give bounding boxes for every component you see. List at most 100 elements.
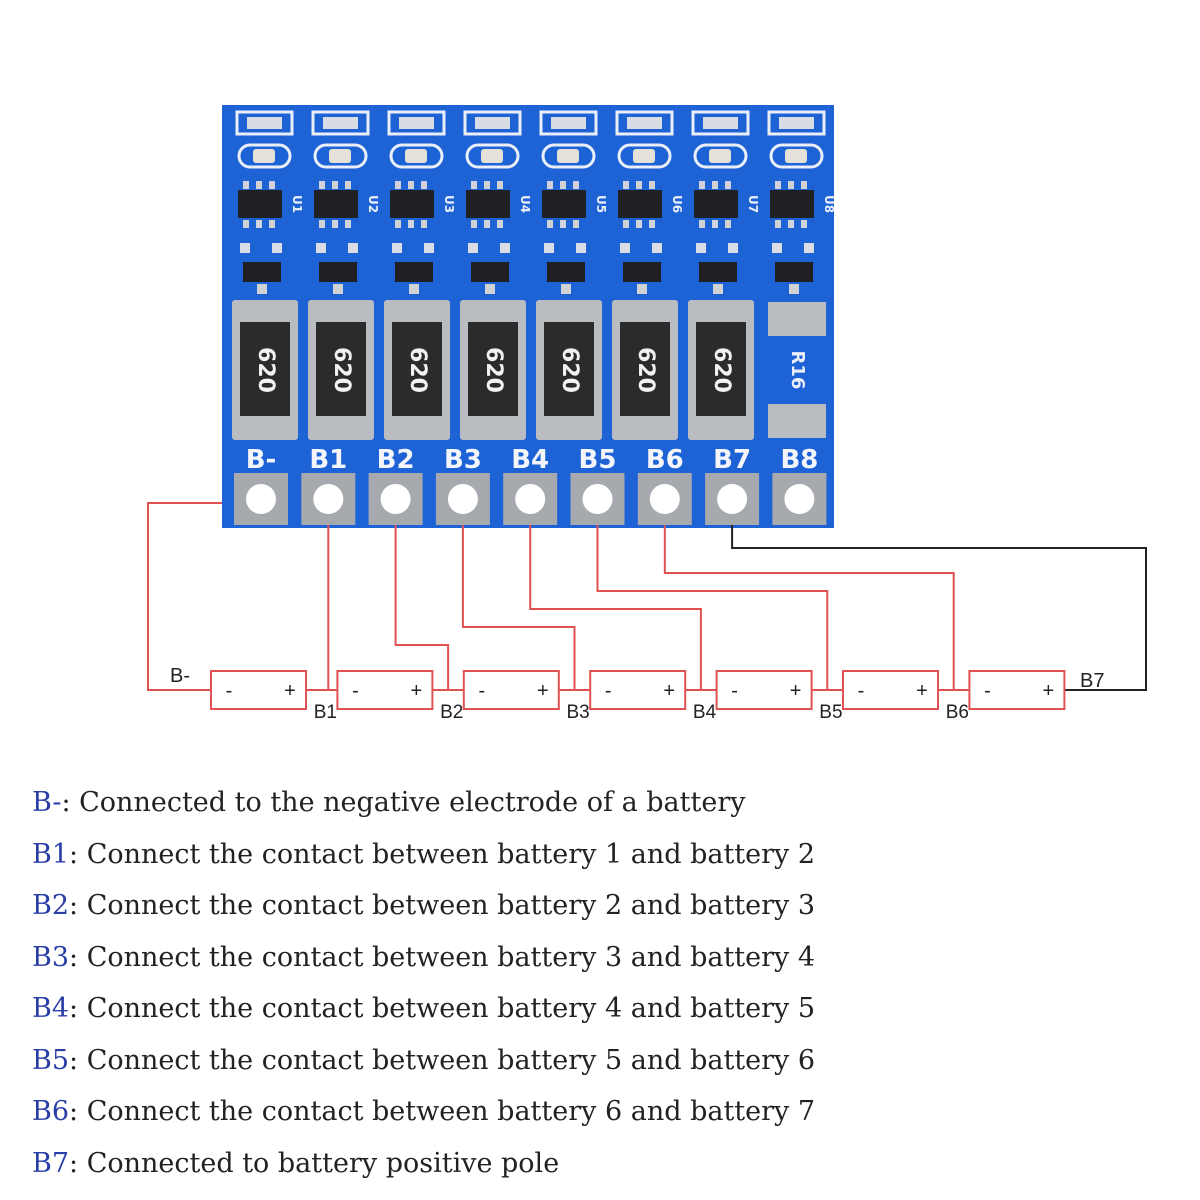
ic-pin xyxy=(395,220,401,228)
wiring-start-label: B- xyxy=(170,665,190,687)
smd-part xyxy=(316,243,326,253)
wiring-end-label: B7 xyxy=(1080,670,1104,692)
ic-pin xyxy=(623,220,629,228)
smd-outline xyxy=(691,110,750,136)
ic-pin xyxy=(332,181,338,189)
smd-outline xyxy=(235,110,294,136)
smd-part xyxy=(576,243,586,253)
oval-outline xyxy=(769,143,824,169)
smd-part xyxy=(703,117,738,129)
r16-pad xyxy=(768,404,826,438)
terminal-hole xyxy=(717,484,748,514)
ic-chip xyxy=(542,190,586,218)
resistor-code: 620 xyxy=(405,347,430,393)
smd-outline xyxy=(615,110,674,136)
ic-label: U7 xyxy=(746,195,760,213)
terminal-label: B5 xyxy=(579,445,617,475)
junction-label: B1 xyxy=(314,702,337,723)
legend-key: B5 xyxy=(32,1044,70,1076)
ic-pin xyxy=(484,181,490,189)
ic-pin xyxy=(497,181,503,189)
transistor xyxy=(243,262,281,282)
legend-row-b-minus: B-: Connected to the negative electrode … xyxy=(32,780,1132,832)
transistor xyxy=(319,262,357,282)
smd-part xyxy=(544,243,554,253)
oval-outline xyxy=(389,143,444,169)
transistor-pin xyxy=(333,284,343,294)
terminal-label: B6 xyxy=(646,445,684,475)
resistor-body xyxy=(544,322,594,416)
battery-cell xyxy=(462,670,560,710)
legend-text: : Connected to the negative electrode of… xyxy=(61,787,746,818)
smd-part xyxy=(323,117,358,129)
ic-pin xyxy=(484,220,490,228)
smd-part xyxy=(468,243,478,253)
wire-b2 xyxy=(394,525,450,690)
legend-key: B6 xyxy=(32,1096,70,1127)
smd-part xyxy=(247,117,282,129)
oval-outline xyxy=(693,143,748,169)
ic-pin xyxy=(560,220,566,228)
ic-pin xyxy=(775,181,781,189)
ic-pin xyxy=(243,220,249,228)
ic-pin xyxy=(471,181,477,189)
ic-pin xyxy=(560,181,566,189)
smd-outline xyxy=(387,110,446,136)
ic-pin xyxy=(269,220,275,228)
ic-pin xyxy=(256,181,262,189)
ic-pin xyxy=(725,220,731,228)
cell-minus-sign: - xyxy=(731,680,738,702)
terminal-hole xyxy=(582,484,613,514)
ic-label: U4 xyxy=(518,195,532,213)
wire-b-minus xyxy=(147,502,222,691)
legend-row-b5: B5: Connect the contact between battery … xyxy=(32,1038,1132,1090)
ic-chip xyxy=(314,190,358,218)
wire-b7 xyxy=(731,525,1147,691)
legend-text: : Connect the contact between battery 3 … xyxy=(69,941,816,973)
resistor-code: 620 xyxy=(481,347,506,393)
legend-row-b6: B6: Connect the contact between battery … xyxy=(32,1089,1132,1141)
smd-part xyxy=(272,243,282,253)
ic-pin xyxy=(712,181,718,189)
ic-label: U3 xyxy=(442,195,456,213)
terminal-hole xyxy=(380,484,411,514)
wire-b3 xyxy=(461,525,576,690)
ic-pin xyxy=(547,181,553,189)
smd-part xyxy=(779,117,814,129)
resistor-code: 620 xyxy=(329,347,354,393)
ic-pin xyxy=(547,220,553,228)
ic-pin xyxy=(725,181,731,189)
smd-part xyxy=(652,243,662,253)
cell-plus-sign: + xyxy=(663,680,675,702)
smd-part xyxy=(804,243,814,253)
smd-part xyxy=(627,117,662,129)
oval-outline xyxy=(465,143,520,169)
terminal-hole xyxy=(515,484,546,514)
ic-pin xyxy=(649,220,655,228)
smd-part xyxy=(696,243,706,253)
ic-pin xyxy=(636,220,642,228)
smd-part xyxy=(772,243,782,253)
legend-key: B3 xyxy=(32,941,70,973)
terminal-hole xyxy=(784,484,815,514)
cell-plus-sign: + xyxy=(790,680,802,702)
legend-row-b2: B2: Connect the contact between battery … xyxy=(32,883,1132,935)
legend-text: : Connect the contact between battery 4 … xyxy=(69,993,816,1024)
ic-pin xyxy=(801,220,807,228)
smd-part xyxy=(424,243,434,253)
legend-key: B- xyxy=(32,787,62,818)
legend-key: B1 xyxy=(32,838,70,870)
ic-pin xyxy=(471,220,477,228)
battery-cell xyxy=(842,670,939,710)
wire-b6 xyxy=(663,525,955,690)
junction-label: B6 xyxy=(946,702,969,723)
oval-outline xyxy=(541,143,596,169)
ic-pin xyxy=(421,220,427,228)
ic-chip xyxy=(466,190,510,218)
smd-part xyxy=(728,243,738,253)
transistor-pin xyxy=(485,284,495,294)
oval-outline xyxy=(617,143,672,169)
cell-plus-sign: + xyxy=(284,680,296,702)
ic-pin xyxy=(775,220,781,228)
smd-part xyxy=(240,243,250,253)
